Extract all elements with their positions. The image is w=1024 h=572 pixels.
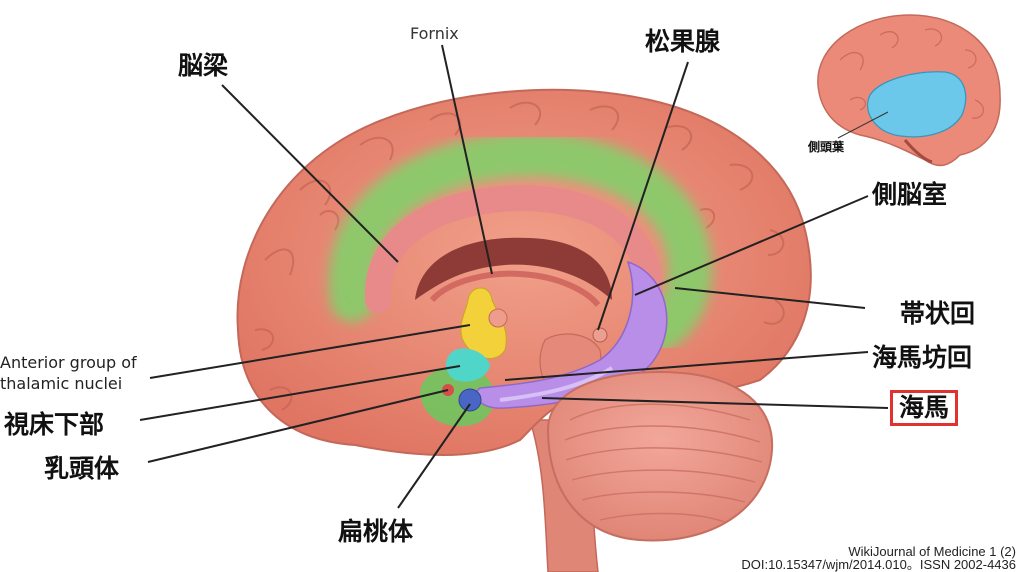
label-hypothalamus: 視床下部 [4, 410, 105, 439]
hippocampus-highlight [499, 366, 614, 402]
parahippocampal-anterior [420, 367, 495, 427]
label-temporal-lobe: 側頭葉 [808, 140, 845, 154]
leader-lateral-ventricle [634, 195, 869, 296]
label-hippocampus: 海馬 [890, 390, 959, 426]
leader-anterior-thalamic [149, 324, 471, 379]
label-anterior-thalamic: Anterior group of thalamic nuclei [0, 352, 137, 394]
cerebellum-folia [564, 403, 763, 523]
label-parahippocampal: 海馬坊回 [872, 343, 973, 372]
cerebellum [546, 370, 774, 542]
fornix-highlight [429, 270, 601, 307]
fornix [415, 237, 612, 300]
leader-cingulate [674, 287, 866, 309]
anterior-commissure [488, 308, 508, 328]
inset-temporal-lobe [867, 71, 967, 138]
label-anterior-thalamic-line2: thalamic nuclei [0, 374, 123, 393]
gyri-texture [254, 101, 785, 411]
label-amygdala: 扁桃体 [338, 517, 414, 546]
leader-hypothalamus [139, 365, 461, 421]
label-mammillary: 乳頭体 [44, 454, 120, 483]
label-lateral-ventricle: 側脳室 [872, 180, 948, 209]
leader-mammillary [147, 389, 449, 463]
label-anterior-thalamic-line1: Anterior group of [0, 353, 137, 372]
hypothalamus [445, 348, 490, 382]
leader-hippocampus [541, 397, 889, 409]
leader-corpus-callosum [221, 84, 399, 263]
credit-text: WikiJournal of Medicine 1 (2) DOI:10.153… [741, 545, 1016, 571]
credit-line2: DOI:10.15347/wjm/2014.010。ISSN 2002-4436 [741, 557, 1016, 572]
label-fornix: Fornix [410, 24, 459, 43]
corpus-callosum [364, 184, 663, 313]
amygdala [458, 388, 482, 412]
label-pineal: 松果腺 [645, 27, 721, 56]
leader-fornix [441, 44, 493, 275]
inset-brain [817, 14, 1001, 167]
leader-parahippocampal [504, 351, 869, 381]
leader-pineal [597, 61, 689, 331]
label-cingulate: 帯状回 [900, 299, 976, 328]
leader-lines [139, 44, 889, 509]
pineal-gland [592, 327, 608, 343]
label-corpus-callosum: 脳梁 [178, 51, 229, 80]
leader-amygdala [397, 403, 471, 509]
credit-line1: WikiJournal of Medicine 1 (2) [848, 544, 1016, 559]
